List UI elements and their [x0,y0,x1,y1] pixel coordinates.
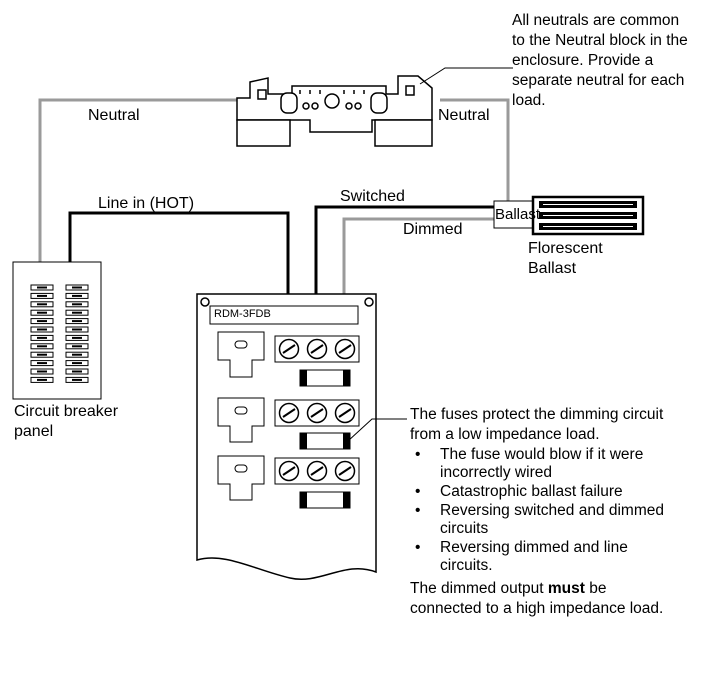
fuse-reasons-list: The fuse would blow if it were incorrect… [410,446,680,575]
breaker-switch [37,303,47,306]
neutral-note: All neutrals are common to the Neutral b… [512,12,688,109]
neutral-label-left: Neutral [88,107,140,124]
florescent-ballast-label: Florescent Ballast [528,240,603,277]
fuse-note-conclusion: The dimmed output must be connected to a… [410,579,680,618]
dimmed-label: Dimmed [403,221,463,238]
line-in-label: Line in (HOT) [98,195,195,212]
breaker-switch [37,336,47,339]
breaker-switch [37,328,47,331]
screw-slot [310,408,324,418]
neutral-note-callout [419,67,513,85]
fuse-reason: Catastrophic ballast failure [410,483,680,501]
breaker-switch [37,353,47,356]
neutral-wire-right [440,98,510,205]
conclusion-before: The dimmed output [410,580,548,597]
breaker-switch [37,294,47,297]
screw-slot [310,344,324,354]
fuse-reason: Reversing dimmed and line circuits. [410,539,680,575]
conclusion-after: be connected to a high impedance load. [410,580,664,617]
dimmer-module [196,293,377,580]
fuse-note: The fuses protect the dimming circuit fr… [410,405,680,618]
screw-slot [338,344,352,354]
breaker-switch [72,362,82,365]
breaker-switch [72,336,82,339]
screw-slot [338,408,352,418]
breaker-switch [72,294,82,297]
breaker-switch [37,362,47,365]
breaker-switch [72,303,82,306]
ballast-label: Ballast [495,206,541,223]
fuse-note-intro: The fuses protect the dimming circuit fr… [410,406,664,443]
breaker-switch [37,370,47,373]
breaker-switch [37,286,47,289]
switched-label: Switched [340,188,405,205]
fuse-reason: Reversing switched and dimmed circuits [410,502,680,538]
breaker-switch [37,320,47,323]
circuit-breaker-panel-label: Circuit breaker panel [14,403,119,440]
neutral-label-right: Neutral [438,107,490,124]
fuse [299,491,351,509]
breaker-switch [72,320,82,323]
fuse-reason: The fuse would blow if it were incorrect… [410,446,680,482]
breaker-switch [37,311,47,314]
breaker-switch [72,353,82,356]
fuse [299,369,351,387]
screw-slot [282,344,296,354]
circuit-breaker-panel [12,261,102,400]
screw-slot [282,408,296,418]
breaker-switch [37,378,47,381]
breaker-switch [72,311,82,314]
breaker-switch [72,345,82,348]
breaker-switch [37,345,47,348]
fuse [299,432,351,450]
hot-wire [68,211,290,340]
breaker-switch [72,328,82,331]
breaker-switch [72,286,82,289]
fuse-note-callout [347,418,407,442]
breaker-switch [72,370,82,373]
neutral-block [236,75,433,147]
breaker-switch [72,378,82,381]
neutral-wire-left [38,98,240,262]
florescent-fixture [531,195,645,236]
conclusion-emphasis: must [547,580,585,597]
screw-slot [310,466,324,476]
screw-slot [282,466,296,476]
dimmer-module-label: RDM-3FDB [214,308,271,320]
screw-slot [338,466,352,476]
